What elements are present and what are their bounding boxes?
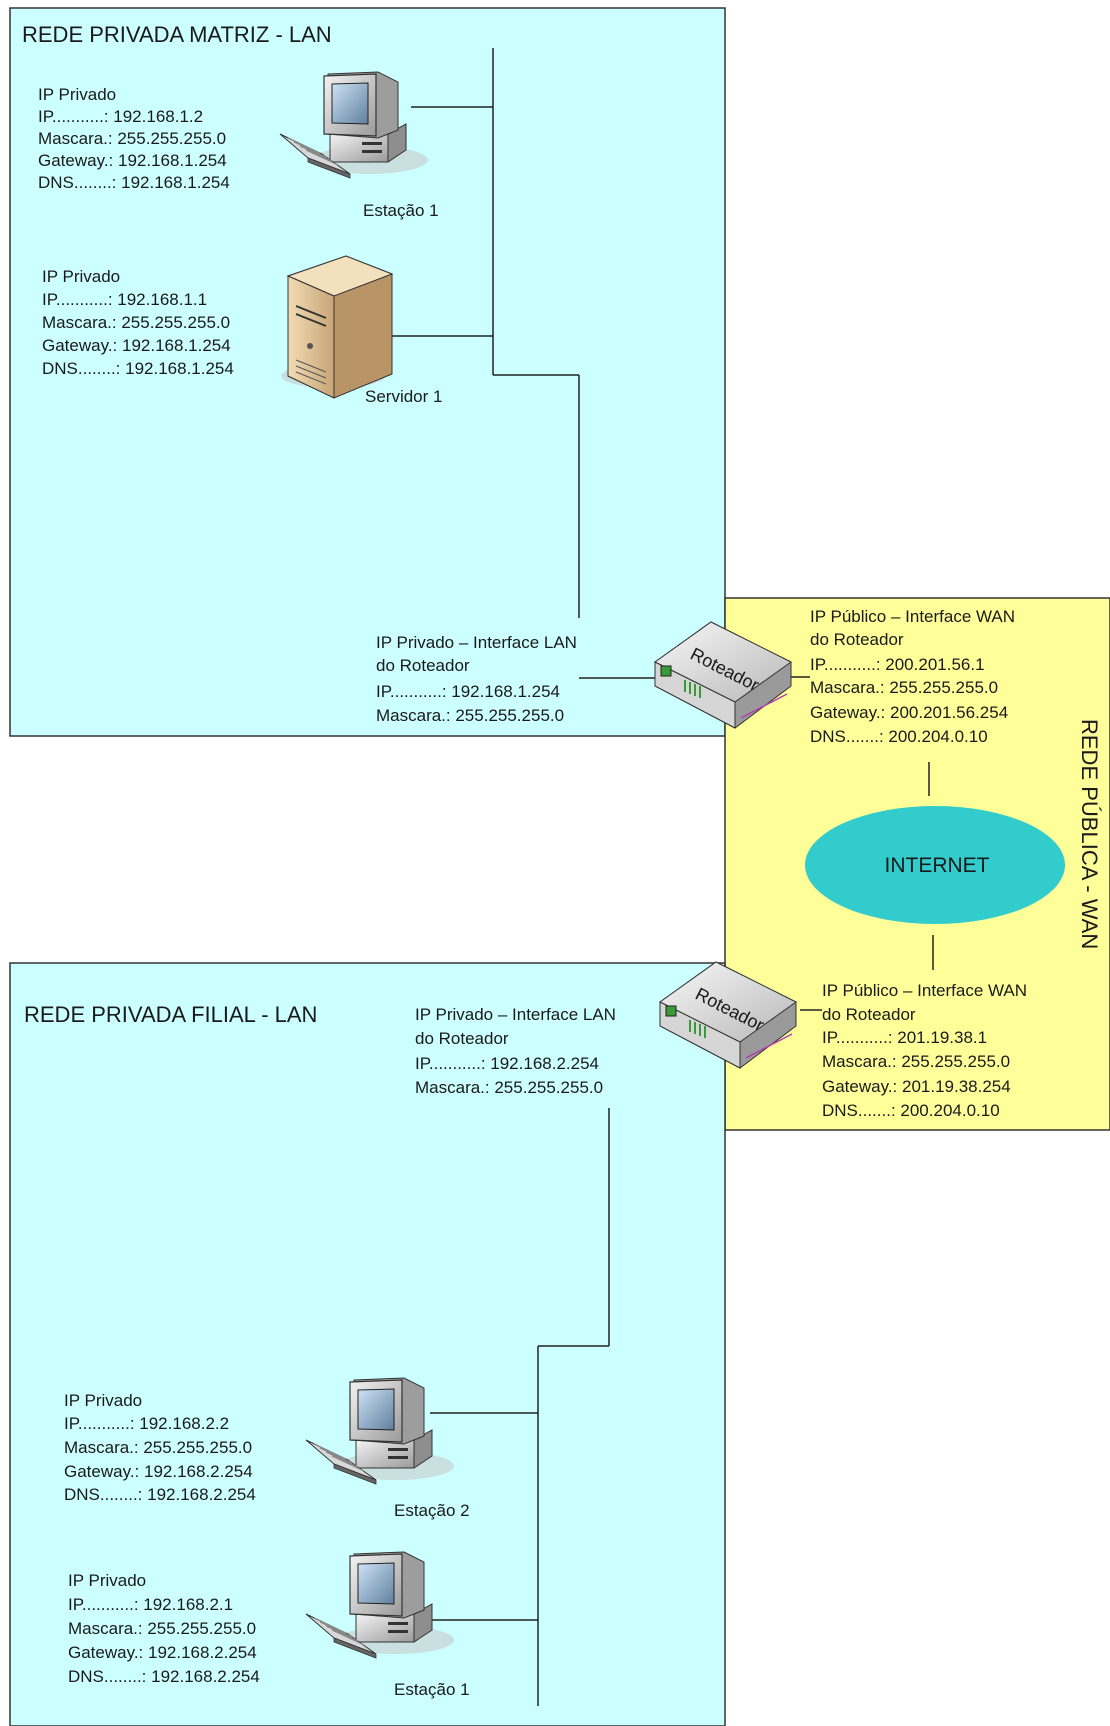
router2-wan-line: IP...........: 201.19.38.1 [822, 1028, 987, 1047]
servidor1-line: Gateway.: 192.168.1.254 [42, 336, 231, 355]
router1-lan-line: Mascara.: 255.255.255.0 [376, 706, 564, 725]
router1-lan-line: IP...........: 192.168.1.254 [376, 682, 560, 701]
router2-wan-info: IP Público – Interface WAN do Roteador I… [822, 981, 1027, 1120]
router1-wan-line: Gateway.: 200.201.56.254 [810, 703, 1008, 722]
estacao2-line: DNS........: 192.168.2.254 [64, 1485, 256, 1504]
router1-wan-line: Mascara.: 255.255.255.0 [810, 678, 998, 697]
router2-lan-line: do Roteador [415, 1029, 509, 1048]
router1-wan-line: IP Público – Interface WAN [810, 607, 1015, 626]
estacao2-line: Mascara.: 255.255.255.0 [64, 1438, 252, 1457]
estacao2-label: Estação 2 [394, 1501, 470, 1520]
estacao1-filial-line: IP Privado [68, 1571, 146, 1590]
estacao2-info: IP Privado IP...........: 192.168.2.2 Ma… [64, 1391, 256, 1504]
servidor1-line: IP...........: 192.168.1.1 [42, 290, 207, 309]
estacao1-matriz-line: IP...........: 192.168.1.2 [38, 107, 203, 126]
router1-lan-line: IP Privado – Interface LAN [376, 633, 577, 652]
servidor1-line: DNS........: 192.168.1.254 [42, 359, 234, 378]
router2-lan-line: IP...........: 192.168.2.254 [415, 1054, 599, 1073]
router2-wan-line: DNS.......: 200.204.0.10 [822, 1101, 1000, 1120]
server-icon [281, 255, 394, 399]
router2-lan-line: IP Privado – Interface LAN [415, 1005, 616, 1024]
router1-wan-line: IP...........: 200.201.56.1 [810, 655, 985, 674]
servidor1-line: IP Privado [42, 267, 120, 286]
matriz-connections [391, 48, 934, 1706]
estacao1-filial-info: IP Privado IP...........: 192.168.2.1 Ma… [68, 1571, 260, 1686]
wan-title: REDE PÚBLICA - WAN [1077, 719, 1102, 949]
estacao1-filial-line: DNS........: 192.168.2.254 [68, 1667, 260, 1686]
router2-wan-line: IP Público – Interface WAN [822, 981, 1027, 1000]
servidor1-label: Servidor 1 [365, 387, 442, 406]
estacao2-line: Gateway.: 192.168.2.254 [64, 1462, 253, 1481]
router1-lan-info: IP Privado – Interface LAN do Roteador I… [376, 633, 577, 725]
router2-icon: Roteador [659, 961, 797, 1069]
estacao2-line: IP Privado [64, 1391, 142, 1410]
estacao1-filial-line: IP...........: 192.168.2.1 [68, 1595, 233, 1614]
estacao1-filial-label: Estação 1 [394, 1680, 470, 1699]
internet-label: INTERNET [885, 854, 990, 877]
estacao1-matriz-line: IP Privado [38, 85, 116, 104]
internet-cloud [805, 806, 1065, 924]
estacao1-filial-line: Mascara.: 255.255.255.0 [68, 1619, 256, 1638]
servidor1-line: Mascara.: 255.255.255.0 [42, 313, 230, 332]
router2-wan-line: Mascara.: 255.255.255.0 [822, 1052, 1010, 1071]
router1-icon: Roteador [654, 621, 792, 729]
servidor1-info: IP Privado IP...........: 192.168.1.1 Ma… [42, 267, 234, 378]
filial-title: REDE PRIVADA FILIAL - LAN [24, 1002, 317, 1027]
router2-wan-line: Gateway.: 201.19.38.254 [822, 1077, 1011, 1096]
estacao1-matriz-label: Estação 1 [363, 201, 439, 220]
router1-lan-line: do Roteador [376, 656, 470, 675]
router2-wan-line: do Roteador [822, 1005, 916, 1024]
estacao1-filial-line: Gateway.: 192.168.2.254 [68, 1643, 257, 1662]
router1-wan-info: IP Público – Interface WAN do Roteador I… [810, 607, 1015, 746]
router2-lan-line: Mascara.: 255.255.255.0 [415, 1078, 603, 1097]
router2-lan-info: IP Privado – Interface LAN do Roteador I… [415, 1005, 616, 1097]
router1-wan-line: DNS.......: 200.204.0.10 [810, 727, 988, 746]
estacao1-matriz-line: Gateway.: 192.168.1.254 [38, 151, 227, 170]
estacao1-matriz-line: DNS........: 192.168.1.254 [38, 173, 230, 192]
matriz-title: REDE PRIVADA MATRIZ - LAN [22, 22, 332, 47]
estacao1-matriz-line: Mascara.: 255.255.255.0 [38, 129, 226, 148]
router1-wan-line: do Roteador [810, 630, 904, 649]
estacao2-line: IP...........: 192.168.2.2 [64, 1414, 229, 1433]
estacao1-matriz-info: IP Privado IP...........: 192.168.1.2 Ma… [38, 85, 230, 192]
